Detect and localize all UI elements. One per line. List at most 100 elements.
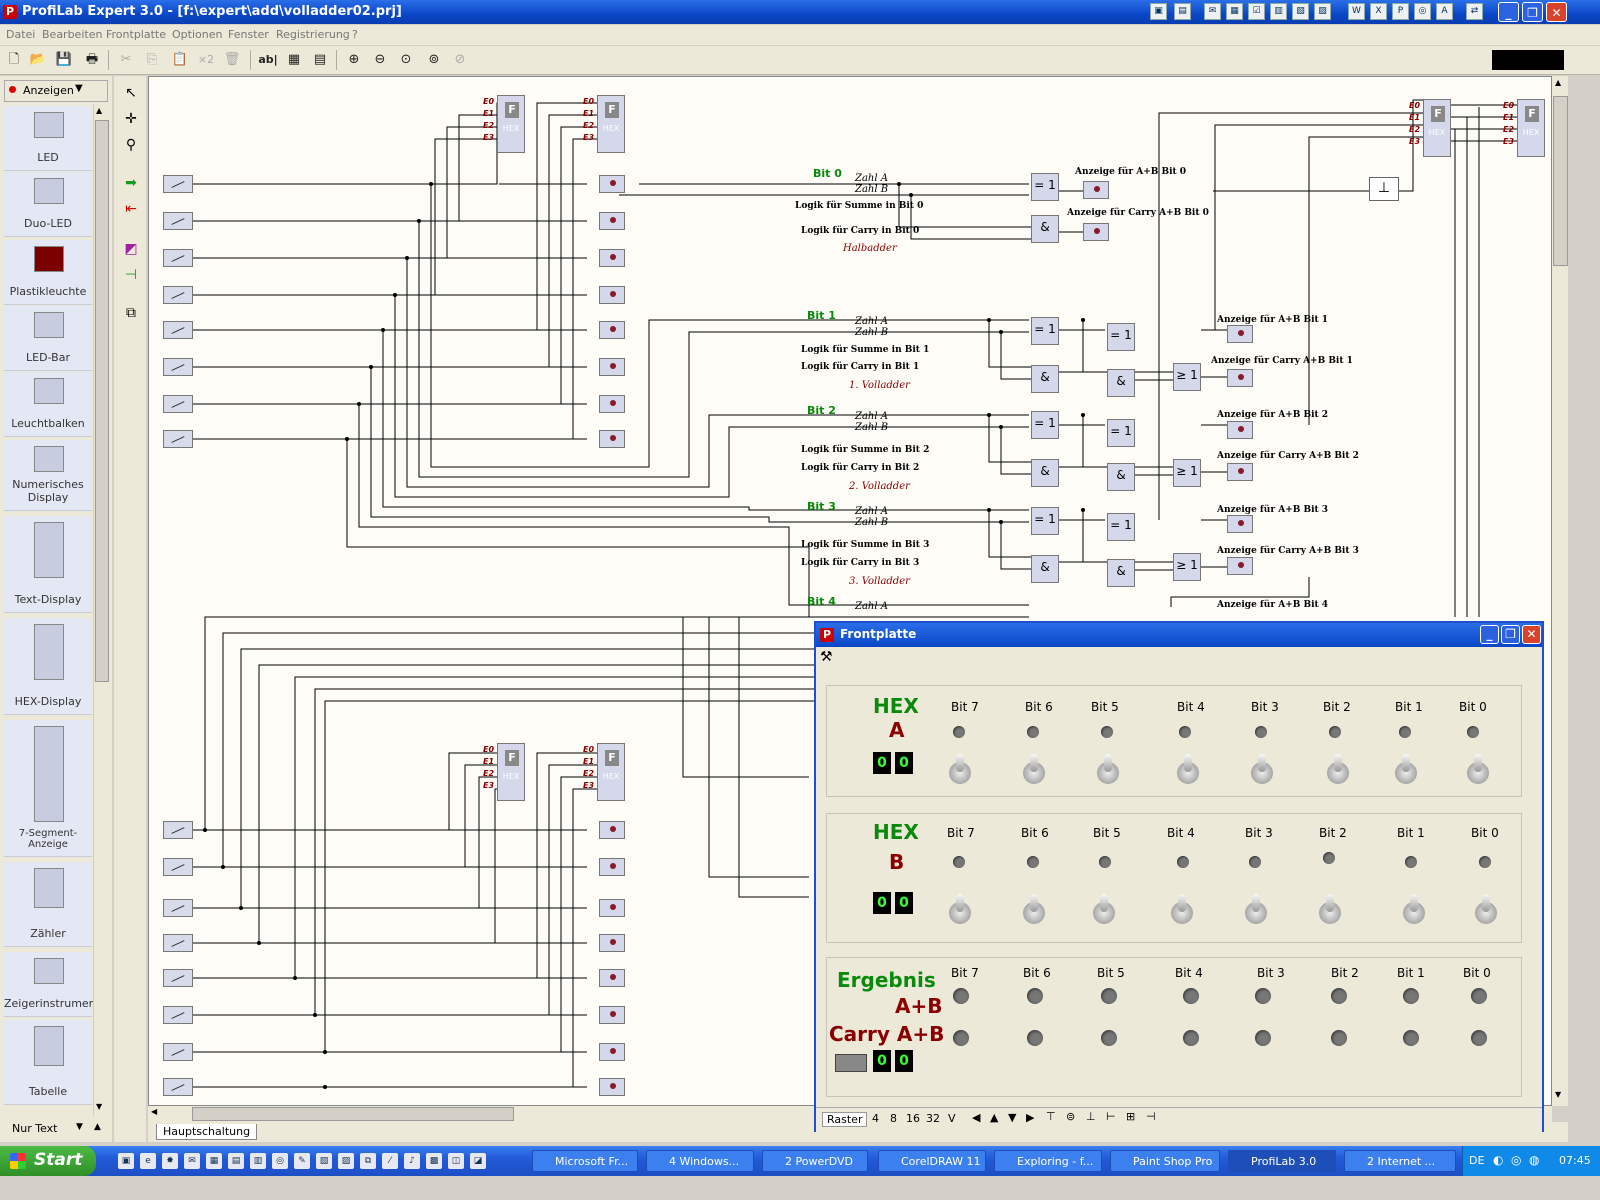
raster-v-button[interactable]: V	[948, 1112, 956, 1125]
open-icon[interactable]: 📂	[29, 52, 47, 67]
magnifier-icon[interactable]: ⚲	[125, 137, 137, 153]
b-toggle-bit1[interactable]	[1403, 894, 1425, 924]
quick-icon-8[interactable]: ◎	[1414, 3, 1431, 20]
align-left-icon[interactable]: ⊢	[1106, 1110, 1116, 1123]
led-carry-1[interactable]	[1227, 369, 1253, 387]
language-indicator[interactable]: DE	[1469, 1154, 1485, 1167]
task-paintshop[interactable]: Paint Shop Pro	[1110, 1150, 1220, 1172]
and-gate[interactable]: &	[1031, 215, 1059, 243]
arrow-up-icon[interactable]: ▲	[990, 1111, 999, 1124]
tray-icon-1[interactable]: ◐	[1493, 1153, 1504, 1167]
tray-icon-2[interactable]: ◎	[1511, 1153, 1522, 1167]
and-gate[interactable]: &	[1031, 365, 1059, 393]
quicklaunch-icon-12[interactable]: ⁄	[382, 1153, 398, 1169]
led-15[interactable]	[599, 858, 625, 876]
or-gate[interactable]: ≥ 1	[1173, 553, 1201, 581]
b-toggle-bit7[interactable]	[949, 894, 971, 924]
and-gate[interactable]: &	[1031, 555, 1059, 583]
palette-item-plastikleuchte[interactable]: Plastikleuchte	[4, 240, 92, 305]
led-carry-0[interactable]	[1083, 223, 1109, 241]
xor-gate[interactable]: = 1	[1107, 513, 1135, 541]
paste-icon[interactable]: 📋	[171, 52, 189, 67]
switch-s8[interactable]	[163, 175, 193, 193]
raster-16-button[interactable]: 16	[906, 1112, 920, 1125]
led-carry-2[interactable]	[1227, 463, 1253, 481]
task-exploring[interactable]: Exploring - f...	[994, 1150, 1102, 1172]
led-4[interactable]	[599, 321, 625, 339]
canvas-vertical-scrollbar[interactable]: ▲ ▼	[1552, 76, 1568, 1106]
powerpoint-icon[interactable]: P	[1392, 3, 1409, 20]
a-toggle-bit3[interactable]	[1251, 754, 1273, 784]
task-microsoft[interactable]: Microsoft Fr...	[532, 1150, 638, 1172]
fp-close-button[interactable]: ✕	[1522, 625, 1541, 644]
quick-icon-7[interactable]: ▨	[1314, 3, 1331, 20]
b-toggle-bit3[interactable]	[1245, 894, 1267, 924]
fp-minimize-button[interactable]: _	[1480, 625, 1499, 644]
arrow-left-icon[interactable]: ⇤	[125, 201, 137, 217]
switch-s16[interactable]	[163, 821, 193, 839]
save-icon[interactable]: 💾	[55, 52, 73, 67]
switch-s3[interactable]	[163, 358, 193, 376]
align-middle-icon[interactable]: ⊜	[1066, 1110, 1076, 1123]
zoom-icon[interactable]: ⊙	[400, 52, 412, 67]
palette-item-duo-led[interactable]: Duo-LED	[4, 172, 92, 237]
duplicate-button[interactable]: ×2	[197, 53, 215, 66]
quicklaunch-icon-3[interactable]: ✉	[184, 1153, 200, 1169]
minimize-button[interactable]: _	[1498, 2, 1519, 22]
task-profilab[interactable]: ProfiLab 3.0	[1228, 1150, 1336, 1172]
align-center-icon[interactable]: ⊞	[1126, 1110, 1136, 1123]
arrow-right-icon[interactable]: ➡	[125, 175, 137, 191]
quicklaunch-icon-11[interactable]: ⧉	[360, 1153, 376, 1169]
led-carry-3[interactable]	[1227, 557, 1253, 575]
arrow-left-icon[interactable]: ◀	[972, 1111, 981, 1124]
excel-icon[interactable]: X	[1370, 3, 1387, 20]
task-windows[interactable]: 4 Windows...	[646, 1150, 754, 1172]
b-toggle-bit6[interactable]	[1023, 894, 1045, 924]
quicklaunch-icon-13[interactable]: ♪	[404, 1153, 420, 1169]
led-8[interactable]	[599, 175, 625, 193]
xor-gate[interactable]: = 1	[1031, 411, 1059, 439]
palette-item-zeigerinstrument[interactable]: Zeigerinstrument	[4, 952, 100, 1017]
raster-32-button[interactable]: 32	[926, 1112, 940, 1125]
menu-registrierung[interactable]: Registrierung	[276, 28, 350, 41]
zoom-reset-icon[interactable]: ⊘	[454, 52, 466, 67]
led-5[interactable]	[599, 286, 625, 304]
scroll-thumb[interactable]	[95, 120, 109, 682]
connect-tool-icon[interactable]: ⊣	[124, 267, 138, 283]
tray-icon-3[interactable]: ◍	[1529, 1153, 1540, 1167]
menu-help[interactable]: ?	[352, 28, 358, 41]
new-icon[interactable]: 🗋	[8, 52, 20, 67]
switch-s5[interactable]	[163, 286, 193, 304]
xor-gate[interactable]: = 1	[1031, 317, 1059, 345]
led-3[interactable]	[599, 358, 625, 376]
quicklaunch-icon-15[interactable]: ◫	[448, 1153, 464, 1169]
quicklaunch-icon-10[interactable]: ▨	[338, 1153, 354, 1169]
ie-icon[interactable]: e	[140, 1153, 156, 1169]
align-right-icon[interactable]: ⊣	[1146, 1110, 1156, 1123]
b-toggle-bit5[interactable]	[1093, 894, 1115, 924]
menu-frontplatte[interactable]: Frontplatte	[106, 28, 166, 41]
led-11[interactable]	[599, 1006, 625, 1024]
align-bottom-icon[interactable]: ⊥	[1086, 1110, 1096, 1123]
and-gate[interactable]: &	[1107, 559, 1135, 587]
quicklaunch-icon-1[interactable]: ▣	[118, 1153, 134, 1169]
switch-s10[interactable]	[163, 1043, 193, 1061]
grid-icon[interactable]: ▦	[287, 52, 301, 67]
led-sum-3[interactable]	[1227, 515, 1253, 533]
scroll-down-icon[interactable]: ▼	[96, 1102, 103, 1111]
zoom-fit-icon[interactable]: ⊚	[428, 52, 440, 67]
align-top-icon[interactable]: ⊤	[1046, 1110, 1056, 1123]
palette-item-hex-display[interactable]: HEX-Display	[4, 618, 92, 715]
palette-item-numerisches-display[interactable]: Numerisches Display	[4, 440, 92, 511]
led-sum-1[interactable]	[1227, 325, 1253, 343]
quick-icon-3[interactable]: ▦	[1226, 3, 1243, 20]
ground-icon[interactable]: ⊥	[1369, 177, 1399, 201]
arrow-down-icon[interactable]: ▼	[1008, 1111, 1017, 1124]
palette-item-tabelle[interactable]: Tabelle	[4, 1020, 92, 1105]
led-7[interactable]	[599, 212, 625, 230]
switch-s13[interactable]	[163, 934, 193, 952]
